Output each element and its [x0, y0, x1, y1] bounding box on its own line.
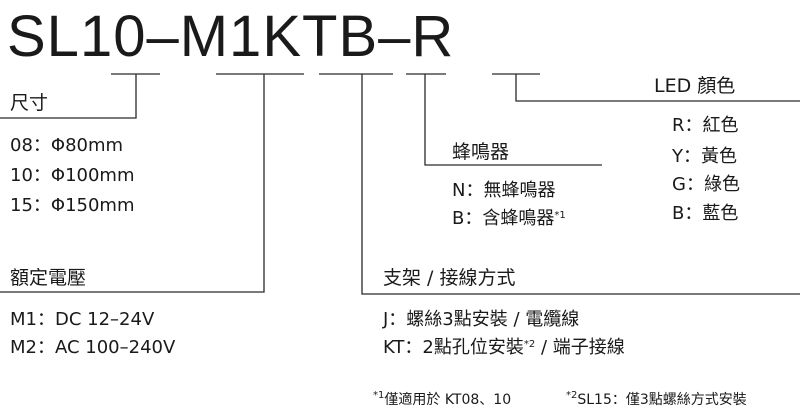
led-item-b: B：藍色 — [672, 203, 739, 224]
code-dash-2: – — [378, 4, 412, 69]
led-title: LED 顏色 — [654, 75, 736, 97]
mount-item-kt-wiring: / 端子接線 — [535, 337, 625, 358]
model-code: SL10–M1KTB–R — [7, 8, 454, 66]
leader-voltage — [0, 74, 265, 293]
size-item-15: 15：Φ150mm — [10, 195, 135, 216]
buzzer-item-n: N：無蜂鳴器 — [452, 180, 556, 201]
led-item-g: G：綠色 — [672, 174, 740, 195]
leader-size — [0, 74, 137, 119]
mount-title: 支架 / 接線方式 — [383, 267, 516, 289]
size-item-08: 08：Φ80mm — [10, 135, 124, 156]
footnote-2-text: SL15：僅3點螺絲方式安裝 — [577, 392, 747, 408]
code-dash-1: – — [146, 4, 180, 69]
code-buzzer: B — [338, 4, 379, 69]
code-size-series: SL10 — [7, 4, 147, 69]
mount-item-kt: KT：2點孔位安裝*2 / 端子接線 — [383, 333, 625, 359]
size-item-10: 10：Φ100mm — [10, 165, 135, 186]
buzzer-item-b-text: B：含蜂鳴器 — [452, 208, 555, 229]
voltage-item-m1: M1：DC 12–24V — [10, 309, 155, 330]
footnote-ref-2: *2 — [523, 339, 536, 350]
footnote-1-text: 僅適用於 KT08、10 — [384, 392, 512, 408]
leader-buzzer — [424, 74, 602, 166]
leader-led — [515, 74, 800, 102]
size-title: 尺寸 — [10, 92, 49, 114]
footnote-ref-1: *1 — [554, 210, 566, 221]
footnote-1: *1僅適用於 KT08、10 — [373, 389, 511, 409]
voltage-item-m2: M2：AC 100–240V — [10, 337, 176, 358]
footnote-1-mark: *1 — [373, 390, 385, 401]
code-voltage: M1 — [179, 4, 263, 69]
buzzer-item-b: B：含蜂鳴器*1 — [452, 204, 566, 230]
footnote-2: *2SL15：僅3點螺絲方式安裝 — [566, 389, 747, 409]
led-item-r: R：紅色 — [672, 115, 739, 136]
code-mount: KT — [262, 4, 339, 69]
voltage-title: 額定電壓 — [10, 267, 87, 289]
footnote-2-mark: *2 — [566, 390, 578, 401]
mount-item-j: J：螺絲3點安裝 / 電纜線 — [383, 309, 580, 330]
buzzer-title: 蜂鳴器 — [452, 141, 510, 163]
leader-mount — [361, 74, 800, 295]
code-led: R — [411, 4, 455, 69]
led-item-y: Y：黃色 — [672, 146, 737, 167]
mount-item-kt-text: KT：2點孔位安裝 — [383, 337, 524, 358]
